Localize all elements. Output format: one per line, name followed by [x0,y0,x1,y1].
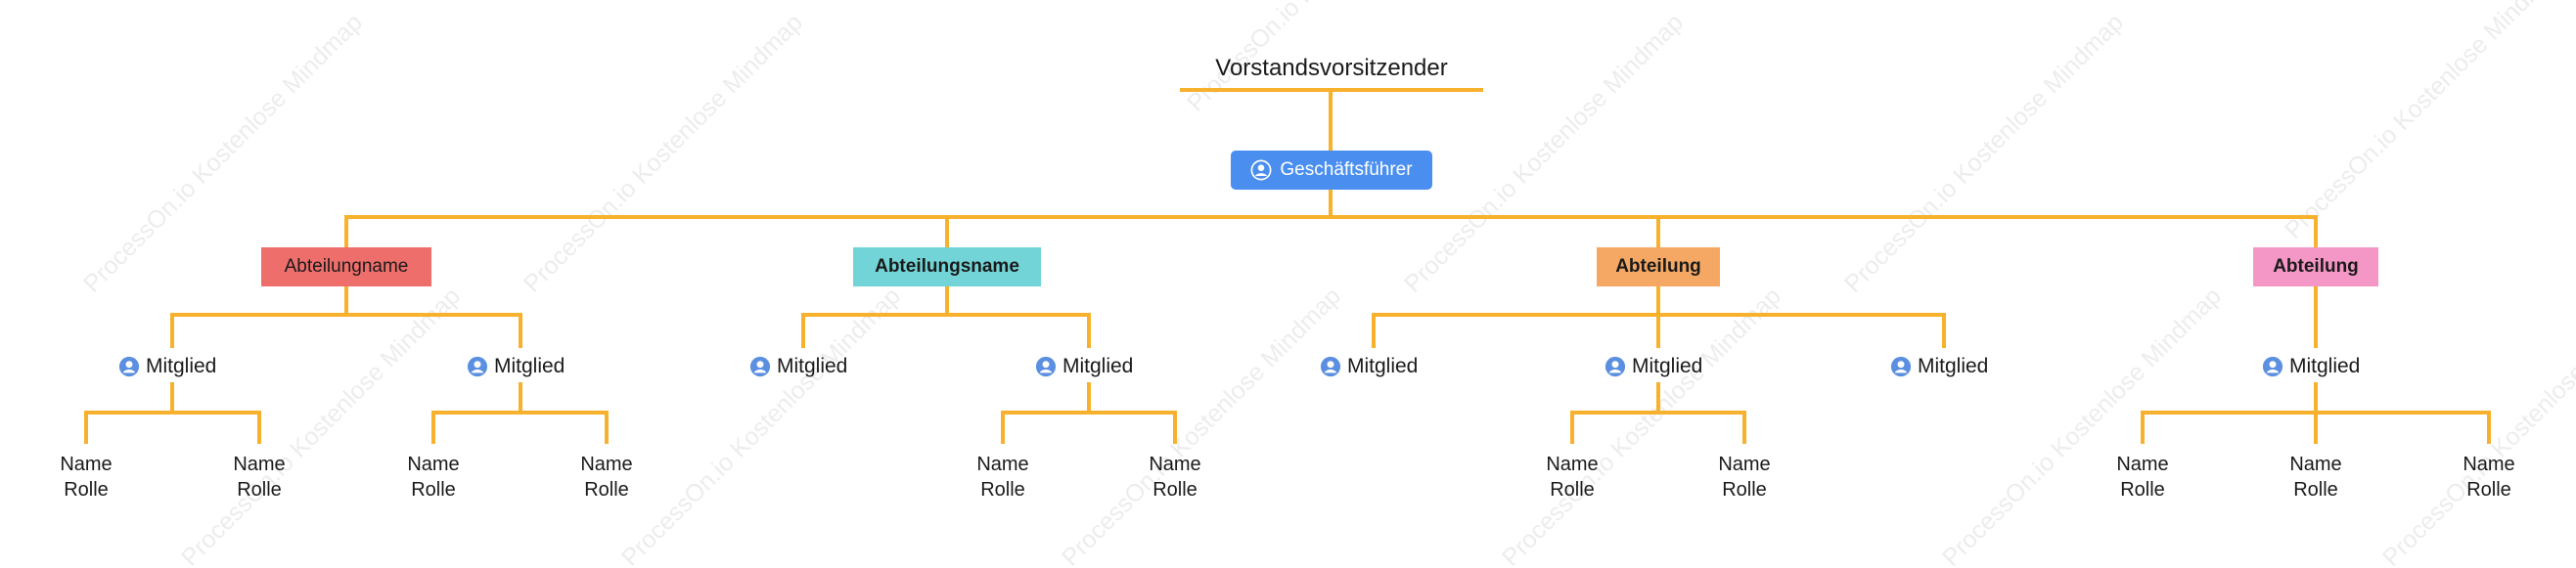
department-node[interactable]: Abteilungname [261,247,431,286]
leaf-role: Rolle [2466,479,2511,501]
member-label: Mitglied [146,355,217,377]
user-avatar-icon [749,356,771,377]
member-node[interactable]: Mitglied [118,352,216,381]
member-node[interactable]: Mitglied [2262,352,2360,381]
leaf-name: Name [1718,454,1771,475]
leaf-name: Name [407,454,460,475]
leaf-name: Name [2116,454,2169,475]
department-node[interactable]: Abteilung [1597,247,1720,286]
member-label: Mitglied [2289,355,2361,377]
leaf-role: Rolle [980,479,1025,501]
member-label: Mitglied [1632,355,1703,377]
user-avatar-icon [1035,356,1057,377]
member-node[interactable]: Mitglied [467,352,565,381]
leaf-role: Rolle [237,479,282,501]
user-avatar-icon [1320,356,1341,377]
department-label: Abteilung [1615,256,1701,277]
user-avatar-icon [118,356,140,377]
leaf-name: Name [233,454,286,475]
leaf-name: Name [2463,454,2515,475]
department-label: Abteilung [2273,256,2359,277]
leaf-role: Rolle [2293,479,2338,501]
leaf-name: Name [580,454,633,475]
leaf-role: Rolle [2120,479,2165,501]
member-node[interactable]: Mitglied [749,352,847,381]
leaf-name: Name [1149,454,1201,475]
department-node[interactable]: Abteilungsname [853,247,1041,286]
department-label: Abteilungsname [875,256,1019,277]
member-label: Mitglied [777,355,848,377]
leaf-role: Rolle [584,479,629,501]
leaf-role: Rolle [64,479,109,501]
user-avatar-icon [1604,356,1626,377]
leaf-role: Rolle [411,479,456,501]
ceo-label: Geschäftsführer [1280,159,1413,180]
member-label: Mitglied [1918,355,1989,377]
member-node[interactable]: Mitglied [1604,352,1702,381]
ceo-node[interactable]: Geschäftsführer [1231,151,1432,190]
member-node[interactable]: Mitglied [1035,352,1133,381]
leaf-name: Name [2289,454,2342,475]
department-label: Abteilungname [284,256,409,277]
leaf-role: Rolle [1550,479,1595,501]
leaf-role: Rolle [1722,479,1767,501]
root-label: Vorstandsvorsitzender [1215,55,1448,81]
user-circle-icon [1250,159,1272,181]
leaf-role: Rolle [1152,479,1198,501]
root-node[interactable]: Vorstandsvorsitzender [1180,49,1483,92]
member-node[interactable]: Mitglied [1320,352,1418,381]
user-avatar-icon [467,356,488,377]
member-label: Mitglied [494,355,565,377]
member-label: Mitglied [1062,355,1134,377]
member-node[interactable]: Mitglied [1890,352,1988,381]
leaf-name: Name [976,454,1029,475]
member-label: Mitglied [1347,355,1419,377]
department-node[interactable]: Abteilung [2253,247,2378,286]
user-avatar-icon [2262,356,2283,377]
leaf-name: Name [1546,454,1599,475]
user-avatar-icon [1890,356,1912,377]
leaf-name: Name [60,454,113,475]
